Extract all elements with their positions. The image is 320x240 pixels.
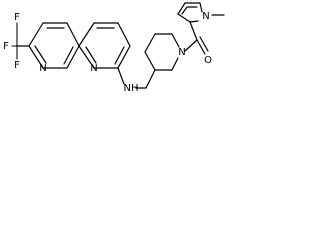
nh-label: NH bbox=[124, 83, 139, 94]
ring-bond bbox=[189, 20, 199, 23]
ring-bond bbox=[28, 45, 44, 69]
right-pyridine-ring bbox=[78, 22, 131, 69]
ring-bond bbox=[117, 22, 131, 47]
pyrrole-ring bbox=[177, 2, 225, 23]
ring-nitrogen-label-left: N bbox=[39, 63, 46, 74]
ring-bond bbox=[177, 2, 186, 15]
ring-bond bbox=[177, 13, 191, 23]
ring-bond bbox=[28, 22, 44, 47]
trifluoromethyl-group bbox=[11, 22, 30, 60]
fluorine-label-bottom: F bbox=[14, 60, 20, 71]
ring-bond bbox=[144, 33, 156, 53]
carbonyl-double-bond bbox=[196, 39, 206, 55]
double-bond-inner bbox=[114, 46, 125, 65]
ring-bond bbox=[78, 45, 95, 69]
carbonyl-double-bond-2 bbox=[199, 36, 209, 52]
ring-bond bbox=[66, 22, 80, 47]
ch2-piperidine-bond bbox=[145, 69, 156, 89]
ring-bond bbox=[144, 51, 156, 71]
ring-bond bbox=[171, 57, 179, 71]
atom-labels: F F F N N NH N O N bbox=[3, 11, 212, 94]
double-bond-inner bbox=[181, 6, 188, 15]
pyrrole-nitrogen-label: N bbox=[202, 11, 209, 22]
molecule-structure: F F F N N NH N O N bbox=[0, 0, 227, 122]
double-bond-inner bbox=[85, 46, 97, 64]
ring-bond bbox=[66, 45, 80, 69]
ring-bond bbox=[199, 2, 203, 13]
double-bond-inner bbox=[63, 46, 74, 65]
carbonyl-oxygen-label: O bbox=[204, 55, 212, 66]
double-bond-inner bbox=[34, 45, 47, 64]
amide-group bbox=[184, 21, 209, 55]
ring-bond bbox=[117, 45, 131, 69]
fluorine-label-top: F bbox=[14, 12, 20, 23]
c-nh-bond bbox=[117, 67, 125, 85]
amine-linker bbox=[117, 67, 156, 89]
piperidine-ring bbox=[144, 33, 180, 71]
ring-bond bbox=[171, 33, 180, 48]
piperidine-nitrogen-label: N bbox=[178, 47, 185, 58]
n-carbonyl-bond bbox=[184, 39, 198, 52]
fluorine-label-left: F bbox=[3, 41, 9, 52]
carbonyl-pyrrole-bond bbox=[189, 21, 198, 41]
ring-nitrogen-label-lower: N bbox=[90, 63, 97, 74]
chemical-structure-drawing: F F F N N NH N O N bbox=[3, 2, 225, 94]
ring-bond bbox=[78, 22, 95, 47]
left-pyridine-ring bbox=[28, 22, 80, 69]
